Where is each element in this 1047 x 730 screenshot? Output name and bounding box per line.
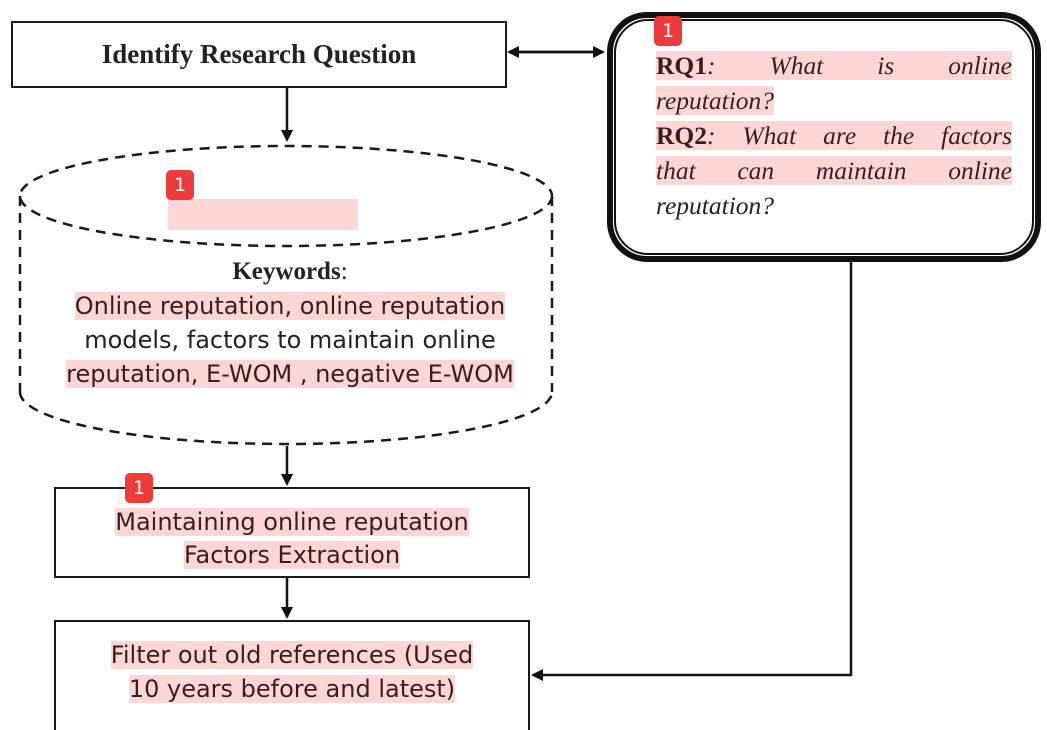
rq2-line-1: : What are the factors — [707, 121, 1012, 150]
keywords-title: Keywords — [232, 258, 341, 285]
factors-line-1: Maintaining online reputation — [115, 508, 469, 536]
identify-research-question-box: Identify Research Question — [11, 21, 507, 88]
rq2-tag: RQ2 — [656, 121, 707, 150]
factors-line-2: Factors Extraction — [183, 541, 401, 569]
research-questions-text: RQ1: What is online reputation? RQ2: Wha… — [656, 48, 1012, 223]
rq-annotation-badge: 1 — [654, 16, 682, 46]
rq1-line-1: : What is online — [707, 51, 1012, 80]
filter-line-1: Filter out old references (Used — [110, 641, 474, 669]
database-cylinder — [18, 144, 554, 446]
rq2-line-2: that can maintain online — [656, 156, 1012, 185]
database-annotation-badge: 1 — [166, 170, 194, 200]
keywords-line-2: models, factors to maintain online — [84, 326, 496, 354]
rq1-line-2: reputation? — [656, 86, 775, 115]
keywords-line-3: reputation, E-WOM , negative E-WOM — [66, 360, 514, 388]
filter-line-2: 10 years before and latest) — [128, 675, 456, 703]
factors-annotation-badge: 1 — [125, 473, 153, 503]
research-questions-inner-border — [614, 19, 1034, 255]
keywords-line-1: Online reputation, online reputation — [74, 292, 506, 320]
rq2-line-3: reputation? — [656, 191, 775, 220]
database-blank-highlight — [168, 199, 358, 230]
identify-research-question-label: Identify Research Question — [101, 39, 417, 69]
keywords-colon: : — [340, 258, 348, 285]
rq1-tag: RQ1 — [656, 51, 707, 80]
database-keywords: Keywords: Online reputation, online repu… — [40, 255, 540, 391]
arrow-rq-to-filter — [531, 262, 853, 681]
filter-references-box: Filter out old references (Used 10 years… — [54, 620, 530, 730]
